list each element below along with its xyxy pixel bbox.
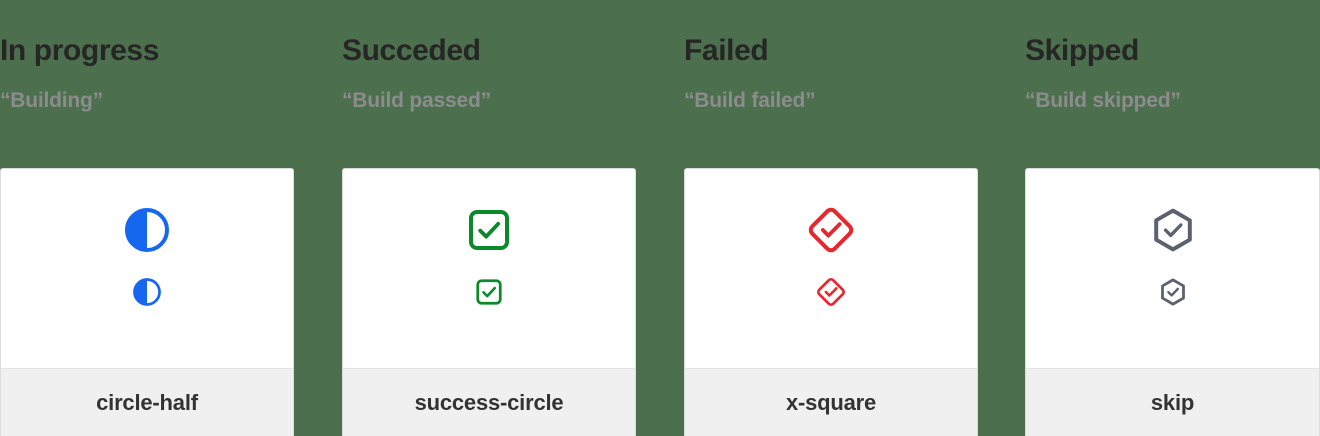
- icon-card-label: success-circle: [414, 390, 564, 415]
- icon-preview-area: [343, 169, 635, 368]
- icon-preview-area: [685, 169, 977, 368]
- circle-half-icon-small: [133, 278, 161, 306]
- icon-card-circle-half[interactable]: circle-half: [0, 168, 294, 436]
- icon-card-label: skip: [1150, 390, 1195, 415]
- icon-card-label-area: circle-half: [1, 368, 293, 436]
- icon-card-label: x-square: [785, 390, 877, 415]
- column-heading: In progress: [0, 34, 159, 67]
- x-square-icon: [808, 207, 854, 253]
- icon-card-x-square[interactable]: x-square: [684, 168, 978, 436]
- icon-card-skip[interactable]: skip: [1025, 168, 1320, 436]
- icon-preview-area: [1, 169, 293, 368]
- skip-icon-small: [1160, 278, 1185, 306]
- x-square-icon-small: [817, 278, 845, 306]
- icon-card-success-circle[interactable]: success-circle: [342, 168, 636, 436]
- skip-icon: [1153, 208, 1192, 252]
- column-subheading: “Build failed”: [684, 89, 816, 112]
- success-circle-icon-small: [476, 279, 502, 305]
- status-column-skipped: Skipped “Build skipped” skip: [1025, 0, 1320, 436]
- icon-card-label-area: skip: [1026, 368, 1319, 436]
- circle-half-icon: [125, 208, 169, 252]
- column-subheading: “Build passed”: [342, 89, 491, 112]
- icon-preview-area: [1026, 169, 1319, 368]
- column-subheading: “Build skipped”: [1025, 89, 1181, 112]
- column-heading: Failed: [684, 34, 769, 67]
- success-circle-icon: [469, 210, 509, 250]
- status-column-failed: Failed “Build failed” x-square: [684, 0, 978, 436]
- status-column-in-progress: In progress “Building” circle-half: [0, 0, 294, 436]
- column-heading: Skipped: [1025, 34, 1139, 67]
- icon-card-label-area: success-circle: [343, 368, 635, 436]
- column-subheading: “Building”: [0, 89, 103, 112]
- icon-card-label: circle-half: [96, 390, 198, 415]
- status-column-succeeded: Succeded “Build passed” success-circle: [342, 0, 636, 436]
- column-heading: Succeded: [342, 34, 481, 67]
- icon-card-label-area: x-square: [685, 368, 977, 436]
